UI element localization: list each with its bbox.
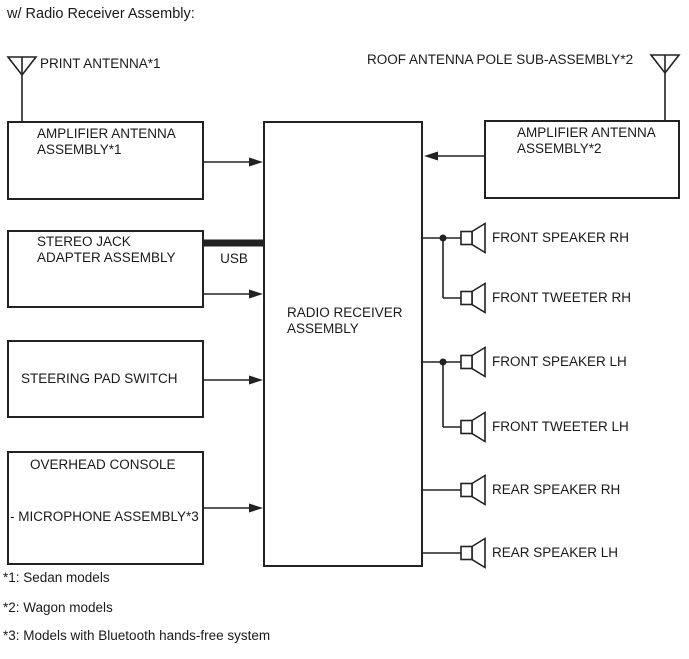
- speaker-icon: [460, 222, 486, 254]
- connector-amp1-to-radio: [204, 157, 263, 167]
- usb-label: USB: [220, 251, 248, 266]
- arrowhead: [249, 503, 263, 513]
- footnote-1: *1: Sedan models: [3, 570, 110, 585]
- usb-cable-bar: [204, 239, 264, 247]
- speaker-icon: [460, 474, 486, 506]
- speaker-icon: [460, 411, 486, 443]
- speaker-icon: [460, 282, 486, 314]
- arrowhead: [424, 151, 438, 161]
- wire-front-rh-group: [423, 234, 461, 299]
- speaker-label-front-tweeter-rh: FRONT TWEETER RH: [492, 290, 632, 305]
- box-label-line: ASSEMBLY: [287, 320, 359, 336]
- wire-front-lh-group: [423, 358, 461, 428]
- box-label-line: ASSEMBLY*1: [37, 141, 122, 157]
- box-stereo-jack-adapter-assembly: STEREO JACK ADAPTER ASSEMBLY: [7, 230, 204, 308]
- box-label-line: STEERING PAD SWITCH: [21, 371, 178, 387]
- box-label: RADIO RECEIVER ASSEMBLY: [265, 123, 421, 336]
- box-label-line: ASSEMBLY*2: [517, 140, 602, 156]
- roof-antenna-label: ROOF ANTENNA POLE SUB-ASSEMBLY*2: [367, 52, 634, 67]
- box-label-line: RADIO RECEIVER: [287, 305, 403, 320]
- arrowhead: [249, 157, 263, 167]
- box-label-line: OVERHEAD CONSOLE: [30, 457, 176, 472]
- box-overhead-console: OVERHEAD CONSOLE - MICROPHONE ASSEMBLY*3: [7, 451, 204, 565]
- box-label: AMPLIFIER ANTENNA ASSEMBLY*2: [486, 122, 678, 156]
- print-antenna-icon: [6, 56, 38, 122]
- speaker-label-front-tweeter-lh: FRONT TWEETER LH: [492, 419, 629, 434]
- box-label-line: STEREO JACK: [37, 234, 131, 249]
- box-label: AMPLIFIER ANTENNA ASSEMBLY*1: [9, 123, 202, 157]
- box-label-line: AMPLIFIER ANTENNA: [37, 126, 176, 141]
- speaker-icon: [460, 346, 486, 378]
- connector-usb-cable: [204, 239, 264, 247]
- footnote-2: *2: Wagon models: [3, 600, 113, 615]
- box-amplifier-antenna-assembly-1: AMPLIFIER ANTENNA ASSEMBLY*1: [7, 121, 204, 200]
- connector-amp2-to-radio: [424, 151, 484, 161]
- box-label-line: - MICROPHONE ASSEMBLY*3: [10, 509, 199, 524]
- footnote-3: *3: Models with Bluetooth hands-free sys…: [3, 628, 271, 643]
- box-label-line: AMPLIFIER ANTENNA: [517, 125, 656, 140]
- diagram-title: w/ Radio Receiver Assembly:: [7, 6, 195, 22]
- roof-antenna-icon: [649, 54, 681, 121]
- connector-overhead-to-radio: [204, 503, 263, 513]
- speaker-label-rear-speaker-rh: REAR SPEAKER RH: [492, 482, 621, 497]
- connector-steering-to-radio: [204, 375, 263, 385]
- arrowhead: [249, 289, 263, 299]
- arrowhead: [249, 375, 263, 385]
- box-radio-receiver-assembly: RADIO RECEIVER ASSEMBLY: [263, 121, 423, 567]
- speaker-label-front-speaker-lh: FRONT SPEAKER LH: [492, 354, 627, 369]
- box-steering-pad-switch: STEERING PAD SWITCH: [7, 340, 204, 418]
- box-amplifier-antenna-assembly-2: AMPLIFIER ANTENNA ASSEMBLY*2: [484, 120, 680, 199]
- speaker-label-rear-speaker-lh: REAR SPEAKER LH: [492, 545, 619, 560]
- box-label: STEERING PAD SWITCH: [9, 342, 202, 416]
- box-label-line: ADAPTER ASSEMBLY: [37, 249, 176, 265]
- print-antenna-label: PRINT ANTENNA*1: [40, 56, 161, 71]
- speaker-icon: [460, 537, 486, 569]
- box-label: STEREO JACK ADAPTER ASSEMBLY: [9, 232, 202, 265]
- connector-stereo-jack-to-radio: [204, 289, 263, 299]
- speaker-label-front-speaker-rh: FRONT SPEAKER RH: [492, 230, 630, 245]
